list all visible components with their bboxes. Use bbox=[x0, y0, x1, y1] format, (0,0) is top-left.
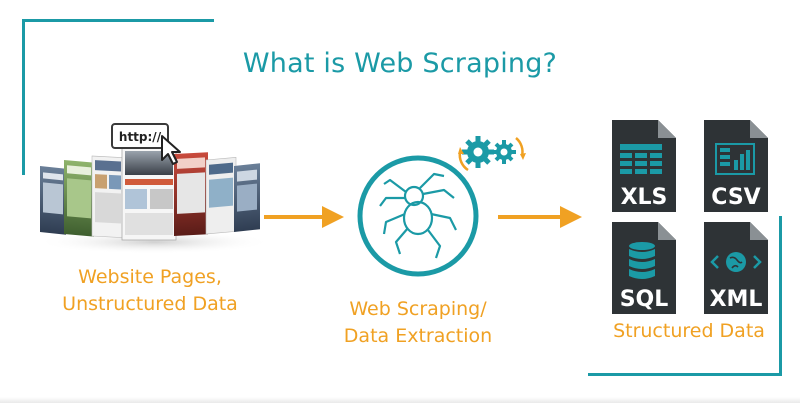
arrow-right-icon bbox=[498, 206, 582, 228]
url-bubble: http:// bbox=[111, 123, 181, 165]
file-sql-label: SQL bbox=[620, 287, 669, 312]
page-card bbox=[234, 163, 260, 232]
frame-bottom-right-horizontal bbox=[588, 373, 782, 376]
frame-top-left-horizontal bbox=[22, 19, 214, 22]
frame-bottom-right-vertical bbox=[779, 216, 782, 376]
page-card bbox=[121, 147, 177, 241]
file-csv-icon: CSV bbox=[704, 120, 768, 212]
output-caption: Structured Data bbox=[613, 320, 765, 342]
bottom-edge-shadow bbox=[0, 397, 800, 403]
file-csv-label: CSV bbox=[711, 185, 760, 210]
frame-top-left-vertical bbox=[22, 19, 25, 175]
spider-icon bbox=[357, 155, 479, 277]
gears-icon bbox=[458, 136, 526, 172]
page-card bbox=[64, 160, 94, 237]
website-pages-illustration bbox=[36, 147, 272, 254]
diagram-title: What is Web Scraping? bbox=[242, 48, 558, 79]
process-caption-line1: Web Scraping/ bbox=[349, 298, 487, 320]
file-xls-label: XLS bbox=[621, 185, 668, 210]
process-caption: Web Scraping/ Data Extraction bbox=[318, 296, 518, 350]
file-xml-label: XML bbox=[710, 287, 763, 312]
file-sql-icon: SQL bbox=[612, 222, 676, 314]
source-caption: Website Pages, Unstructured Data bbox=[30, 264, 270, 318]
source-caption-line2: Unstructured Data bbox=[62, 293, 238, 315]
source-caption-line1: Website Pages, bbox=[78, 266, 222, 288]
page-card bbox=[205, 157, 237, 235]
page-card bbox=[174, 152, 208, 236]
arrow-right-icon bbox=[264, 206, 344, 228]
cursor-icon bbox=[161, 135, 181, 165]
url-bubble-box bbox=[111, 123, 169, 149]
page-card bbox=[40, 166, 66, 235]
page-card bbox=[91, 155, 125, 238]
process-caption-line2: Data Extraction bbox=[343, 325, 493, 347]
file-xml-icon: XML bbox=[704, 222, 768, 314]
url-bubble-text: http:// bbox=[119, 130, 162, 144]
file-xls-icon: XLS bbox=[612, 120, 676, 212]
